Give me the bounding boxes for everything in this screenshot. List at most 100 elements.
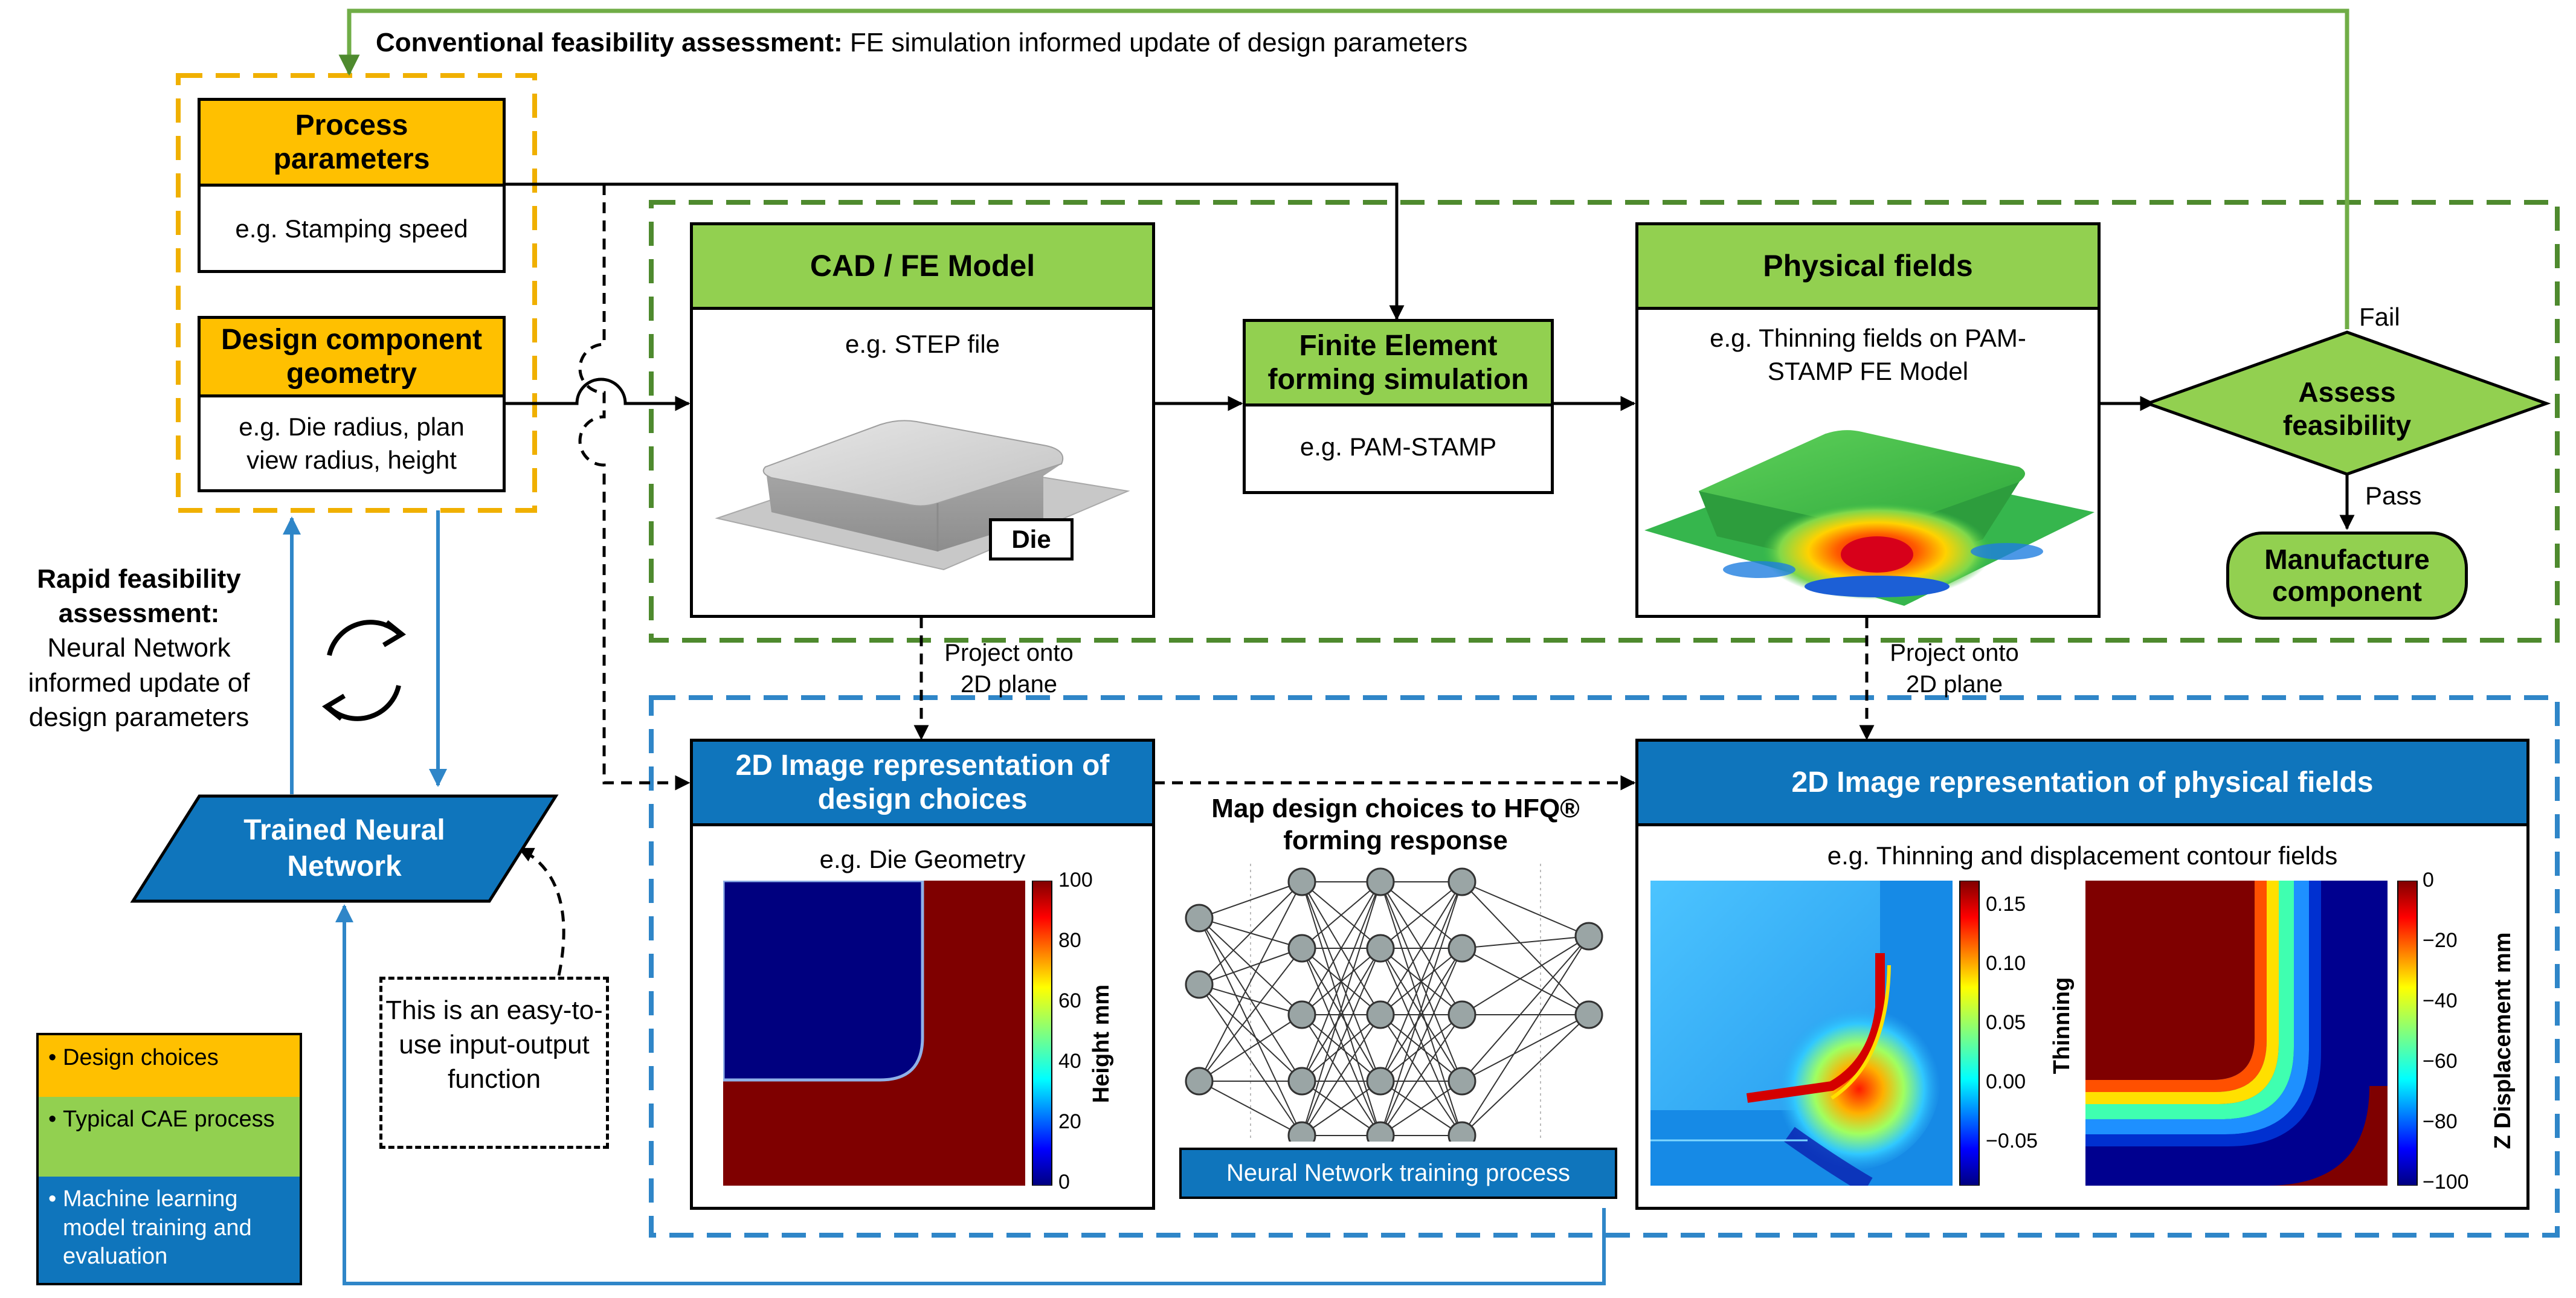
displacement-tick: −100 xyxy=(2423,1171,2469,1194)
nn-node xyxy=(1366,1000,1395,1029)
displacement-colorbar xyxy=(2397,881,2418,1186)
trained-nn-label: Trained Neural Network xyxy=(243,814,445,882)
nn-edge xyxy=(1380,948,1463,1082)
fe-simulation-title: Finite Element forming simulation xyxy=(1246,322,1551,406)
bullet-icon: • xyxy=(48,1045,57,1070)
process-to-fe-arrow xyxy=(504,182,1405,321)
design-2d-box: 2D Image representation of design choice… xyxy=(690,739,1155,1210)
nn-edge xyxy=(1199,917,1302,1136)
thinning-map xyxy=(1650,881,1953,1186)
nn-edge xyxy=(1199,881,1302,1082)
physical-2d-example: e.g. Thinning and displacement contour f… xyxy=(1827,841,2338,870)
legend-item-cae: •Typical CAE process xyxy=(36,1097,302,1179)
nn-edge xyxy=(1461,881,1589,937)
design-2d-example: e.g. Die Geometry xyxy=(819,845,1026,873)
nn-node xyxy=(1574,1000,1603,1029)
process-parameters-title: Process parameters xyxy=(201,101,503,187)
nn-node xyxy=(1287,934,1316,963)
nn-edge xyxy=(1461,881,1589,1015)
thinning-tick: −0.05 xyxy=(1986,1129,2038,1152)
project-label-physical: Project onto 2D plane xyxy=(1890,640,2019,698)
nn-edge xyxy=(1461,936,1589,949)
design-to-2d-dashed xyxy=(578,184,691,791)
trained-nn-shape xyxy=(130,794,559,903)
nn-edge xyxy=(1380,1081,1463,1136)
nn-edge xyxy=(1461,948,1589,1015)
thinning-tick: 0.05 xyxy=(1986,1011,2026,1034)
nn-node xyxy=(1447,867,1476,896)
displacement-tick: −20 xyxy=(2423,929,2458,952)
nn-edge xyxy=(1301,881,1381,1082)
nn-edge xyxy=(1301,881,1381,949)
nn-node xyxy=(1447,1067,1476,1096)
nn-node xyxy=(1366,934,1395,963)
design-geometry-title: Design component geometry xyxy=(201,319,503,397)
die-3d-render xyxy=(715,420,1130,571)
nn-edge xyxy=(1380,881,1463,1082)
thinning-tick: 0.00 xyxy=(1986,1070,2026,1093)
legend-item-design-choices: •Design choices xyxy=(36,1033,302,1099)
nn-edge xyxy=(1199,881,1302,919)
bullet-icon: • xyxy=(48,1186,57,1212)
nn-edge xyxy=(1199,948,1302,1082)
nn-node xyxy=(1185,1067,1214,1096)
nn-edge xyxy=(1199,948,1302,985)
displacement-ticks: 0 −20 −40 −60 −80 −100 xyxy=(2423,869,2489,1207)
nn-edge xyxy=(1301,948,1381,1136)
nn-edge xyxy=(1301,1081,1381,1136)
nn-edge xyxy=(1461,936,1589,1136)
conventional-feedback-label: Conventional feasibility assessment: FE … xyxy=(376,28,1468,57)
thinning-3d-render xyxy=(1644,430,2095,606)
design-choices-group-outline xyxy=(176,73,537,513)
design-geometry-example: e.g. Die radius, plan view radius, heigh… xyxy=(239,413,465,474)
nn-training-caption: Neural Network training process xyxy=(1179,1148,1617,1199)
nn-edge xyxy=(1461,936,1589,1015)
fail-label: Fail xyxy=(2359,303,2400,331)
design-geometry-box: Design component geometry e.g. Die radiu… xyxy=(198,316,506,492)
physical-fields-box: Physical fields e.g. Thinning fields on … xyxy=(1635,222,2101,618)
nn-edge xyxy=(1199,1014,1302,1082)
displacement-tick: 0 xyxy=(2423,869,2434,892)
assess-feasibility-label: Assess feasibility xyxy=(2282,376,2412,442)
height-tick: 0 xyxy=(1058,1171,1070,1194)
process-parameters-box: Process parameters e.g. Stamping speed xyxy=(198,98,506,273)
ml-group-outline xyxy=(649,695,2560,1238)
design-2d-title: 2D Image representation of design choice… xyxy=(693,742,1152,826)
displacement-map xyxy=(2085,881,2388,1186)
nn-edge xyxy=(1380,1014,1463,1136)
height-tick: 20 xyxy=(1058,1110,1081,1133)
conventional-feedback-arrow xyxy=(338,8,2349,329)
nn-edge xyxy=(1380,881,1463,1015)
displacement-tick: −80 xyxy=(2423,1110,2458,1133)
nn-edge xyxy=(1380,881,1463,1136)
height-colorbar xyxy=(1032,881,1052,1186)
nn-edge xyxy=(1199,881,1302,985)
process-parameters-example: e.g. Stamping speed xyxy=(235,214,468,243)
nn-edge xyxy=(1199,984,1302,1015)
displacement-tick: −60 xyxy=(2423,1050,2458,1073)
thinning-colorbar xyxy=(1959,881,1980,1186)
fe-simulation-example: e.g. PAM-STAMP xyxy=(1299,432,1497,461)
cad-fe-model-title: CAD / FE Model xyxy=(693,225,1152,310)
physical-2d-title: 2D Image representation of physical fiel… xyxy=(1638,742,2526,826)
thinning-ticks: 0.15 0.10 0.05 0.00 −0.05 xyxy=(1986,875,2052,1189)
nn-edge xyxy=(1199,1081,1302,1136)
pass-label: Pass xyxy=(2365,481,2422,510)
legend-label: Machine learning model training and eval… xyxy=(63,1186,252,1269)
cae-process-group-outline xyxy=(649,200,2560,643)
legend-label: Typical CAE process xyxy=(63,1107,275,1132)
nn-node xyxy=(1366,867,1395,896)
die-tag: Die xyxy=(989,518,1074,561)
neural-network-illustration xyxy=(1185,864,1603,1142)
nn-node xyxy=(1574,922,1603,951)
nn-edge xyxy=(1380,881,1463,949)
legend-label: Design choices xyxy=(63,1045,219,1070)
height-tick: 80 xyxy=(1058,929,1081,952)
nn-node xyxy=(1185,970,1214,999)
height-tick: 60 xyxy=(1058,989,1081,1012)
nn-node xyxy=(1287,1121,1316,1142)
geometry-to-cad-arrow xyxy=(504,378,691,411)
nn-edge xyxy=(1461,1014,1589,1136)
cad-fe-model-box: CAD / FE Model e.g. STEP file Die xyxy=(690,222,1155,618)
displacement-tick: −40 xyxy=(2423,989,2458,1012)
